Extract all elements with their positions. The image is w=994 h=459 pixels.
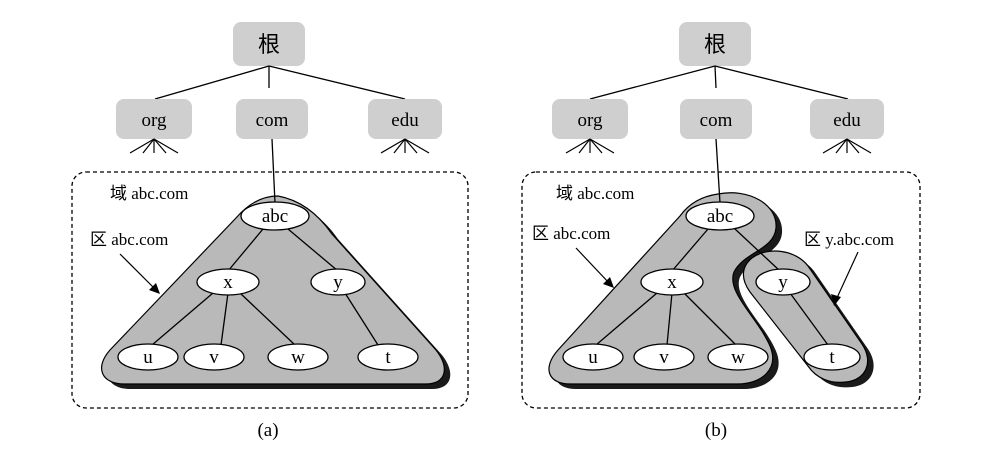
node-y (310, 268, 366, 296)
node-t-label: t (385, 347, 391, 368)
tld-com-label: com (256, 110, 289, 131)
zone-tree-edges (595, 228, 829, 346)
zone2-pointer-arrow (831, 251, 859, 306)
tld-edu-box (810, 99, 884, 139)
edge-com-abc (715, 138, 721, 204)
edge-root-org (154, 65, 270, 100)
node-v (633, 343, 695, 371)
edge-root-org (589, 65, 716, 100)
edu-subtree-fan (380, 138, 430, 154)
node-abc-label: abc (262, 206, 288, 227)
root-label: 根 (704, 33, 726, 58)
tld-org-label: org (578, 110, 603, 131)
zone-tree-edges (151, 228, 379, 346)
node-t-label: t (829, 347, 835, 368)
org-subtree-fan (565, 138, 615, 154)
edge-root-edu (714, 65, 849, 100)
edge-root-edu (268, 65, 406, 100)
node-x-label: x (223, 272, 233, 293)
edge-root-tld (714, 65, 717, 89)
tld-org-box (116, 99, 192, 139)
zone-pointer-arrow (575, 247, 614, 288)
node-v-label: v (659, 347, 669, 368)
tld-edu-label: edu (833, 110, 861, 131)
domain-label: 域 abc.com (556, 184, 634, 203)
node-w-label: w (731, 347, 745, 368)
tld-org-label: org (142, 110, 167, 131)
node-w-label: w (291, 347, 305, 368)
node-y (755, 268, 811, 296)
root-label: 根 (258, 33, 280, 58)
node-abc (240, 201, 310, 231)
zone2-label: 区 y.abc.com (804, 230, 894, 249)
node-u-label: u (143, 347, 153, 368)
node-w (707, 343, 769, 371)
panel-b: 根 org com edu (521, 22, 921, 441)
panel-a: 根 org com edu (71, 22, 469, 441)
domain-boundary (71, 171, 469, 409)
node-u (117, 343, 179, 371)
zone-pointer-arrow (119, 253, 160, 294)
root-box (233, 22, 305, 66)
node-x-label: x (667, 272, 677, 293)
node-abc (685, 201, 755, 231)
tld-org-box (552, 99, 628, 139)
zone-label: 区 abc.com (532, 224, 610, 243)
node-w (267, 343, 329, 371)
tld-com-box (680, 99, 752, 139)
node-t (803, 343, 861, 371)
caption-b: (b) (705, 420, 727, 441)
tld-com-label: com (700, 110, 733, 131)
node-y-label: y (333, 272, 343, 293)
edge-com-abc (271, 138, 276, 204)
domain-label: 域 abc.com (110, 184, 188, 203)
root-box (679, 22, 751, 66)
node-u (562, 343, 624, 371)
tld-com-box (236, 99, 308, 139)
node-v-label: v (209, 347, 219, 368)
org-subtree-fan (129, 138, 179, 154)
node-y-label: y (778, 272, 788, 293)
domain-boundary (521, 171, 921, 409)
tld-edu-box (368, 99, 442, 139)
node-v (183, 343, 245, 371)
edu-subtree-fan (822, 138, 872, 154)
caption-a: (a) (257, 420, 278, 441)
node-u-label: u (588, 347, 598, 368)
node-t (357, 343, 419, 371)
tld-edu-label: edu (391, 110, 419, 131)
node-x (640, 268, 704, 296)
zone-label: 区 abc.com (90, 230, 168, 249)
node-abc-label: abc (707, 206, 733, 227)
node-x (196, 268, 260, 296)
